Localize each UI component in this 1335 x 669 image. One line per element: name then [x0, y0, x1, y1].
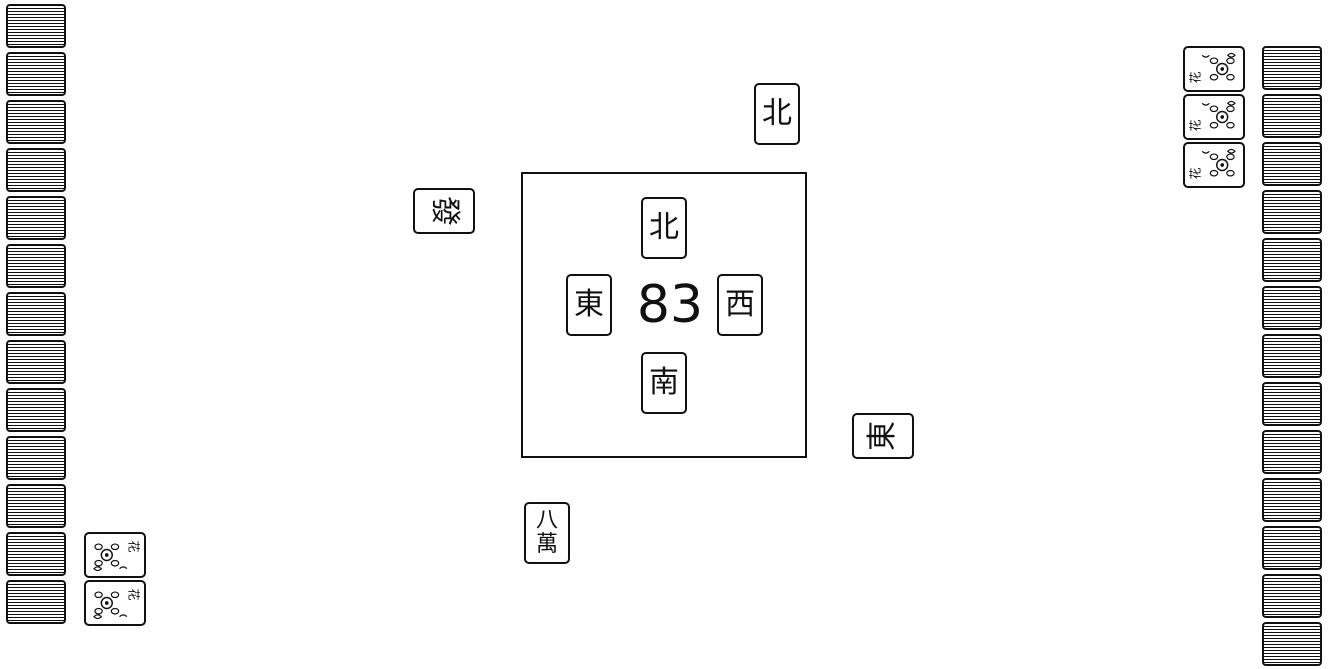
right-hidden-tile: [1262, 334, 1322, 378]
left-player-hand: [6, 4, 66, 628]
right-flower-tile-3: 花: [1183, 142, 1245, 188]
flower-label: 花: [1188, 119, 1203, 132]
left-hidden-tile: [6, 196, 66, 240]
left-flower-tile-1: 花: [84, 532, 146, 578]
tile-glyph: 東: [865, 421, 900, 451]
left-hidden-tile: [6, 388, 66, 432]
flower-icon: [93, 591, 128, 620]
right-hidden-tile: [1262, 382, 1322, 426]
right-hidden-tile: [1262, 526, 1322, 570]
right-flower-tile-1: 花: [1183, 46, 1245, 92]
tile-glyph: 發: [427, 196, 462, 226]
flower-icon: [1201, 52, 1236, 81]
tile-number: 八: [535, 508, 558, 533]
wall-count: 83: [636, 275, 704, 335]
left-hidden-tile: [6, 484, 66, 528]
left-hidden-tile: [6, 532, 66, 576]
tile-glyph: 東: [574, 287, 604, 322]
discard-east-wind-tile: 東: [852, 413, 914, 459]
right-hidden-tile: [1262, 238, 1322, 282]
left-hidden-tile: [6, 244, 66, 288]
flower-label: 花: [1188, 71, 1203, 84]
flower-icon: [93, 543, 128, 572]
right-flower-tile-2: 花: [1183, 94, 1245, 140]
right-player-hand: [1262, 46, 1322, 669]
left-flower-tile-2: 花: [84, 580, 146, 626]
right-hidden-tile: [1262, 190, 1322, 234]
right-hidden-tile: [1262, 430, 1322, 474]
tile-glyph: 北: [762, 96, 792, 131]
left-hidden-tile: [6, 580, 66, 624]
flower-icon: [1201, 148, 1236, 177]
flower-label: 花: [126, 588, 141, 601]
right-hidden-tile: [1262, 142, 1322, 186]
right-hidden-tile: [1262, 622, 1322, 666]
left-hidden-tile: [6, 4, 66, 48]
discard-green-dragon-tile: 發: [413, 188, 475, 234]
seat-east-tile: 東: [566, 274, 612, 336]
discard-eight-man-tile: 八 萬: [524, 502, 570, 564]
discard-north-wind-tile: 北: [754, 83, 800, 145]
left-hidden-tile: [6, 148, 66, 192]
right-hidden-tile: [1262, 94, 1322, 138]
tile-glyph: 北: [649, 210, 679, 245]
right-hidden-tile: [1262, 46, 1322, 90]
left-hidden-tile: [6, 436, 66, 480]
right-hidden-tile: [1262, 574, 1322, 618]
left-hidden-tile: [6, 52, 66, 96]
seat-south-tile: 南: [641, 352, 687, 414]
flower-label: 花: [1188, 167, 1203, 180]
tile-glyph: 西: [725, 287, 755, 322]
tile-suit: 萬: [535, 532, 558, 557]
seat-north-tile: 北: [641, 197, 687, 259]
right-hidden-tile: [1262, 478, 1322, 522]
left-hidden-tile: [6, 340, 66, 384]
flower-label: 花: [126, 540, 141, 553]
tile-glyph: 南: [649, 365, 679, 400]
left-hidden-tile: [6, 292, 66, 336]
seat-west-tile: 西: [717, 274, 763, 336]
flower-icon: [1201, 100, 1236, 129]
left-hidden-tile: [6, 100, 66, 144]
center-panel: [521, 172, 807, 458]
right-hidden-tile: [1262, 286, 1322, 330]
